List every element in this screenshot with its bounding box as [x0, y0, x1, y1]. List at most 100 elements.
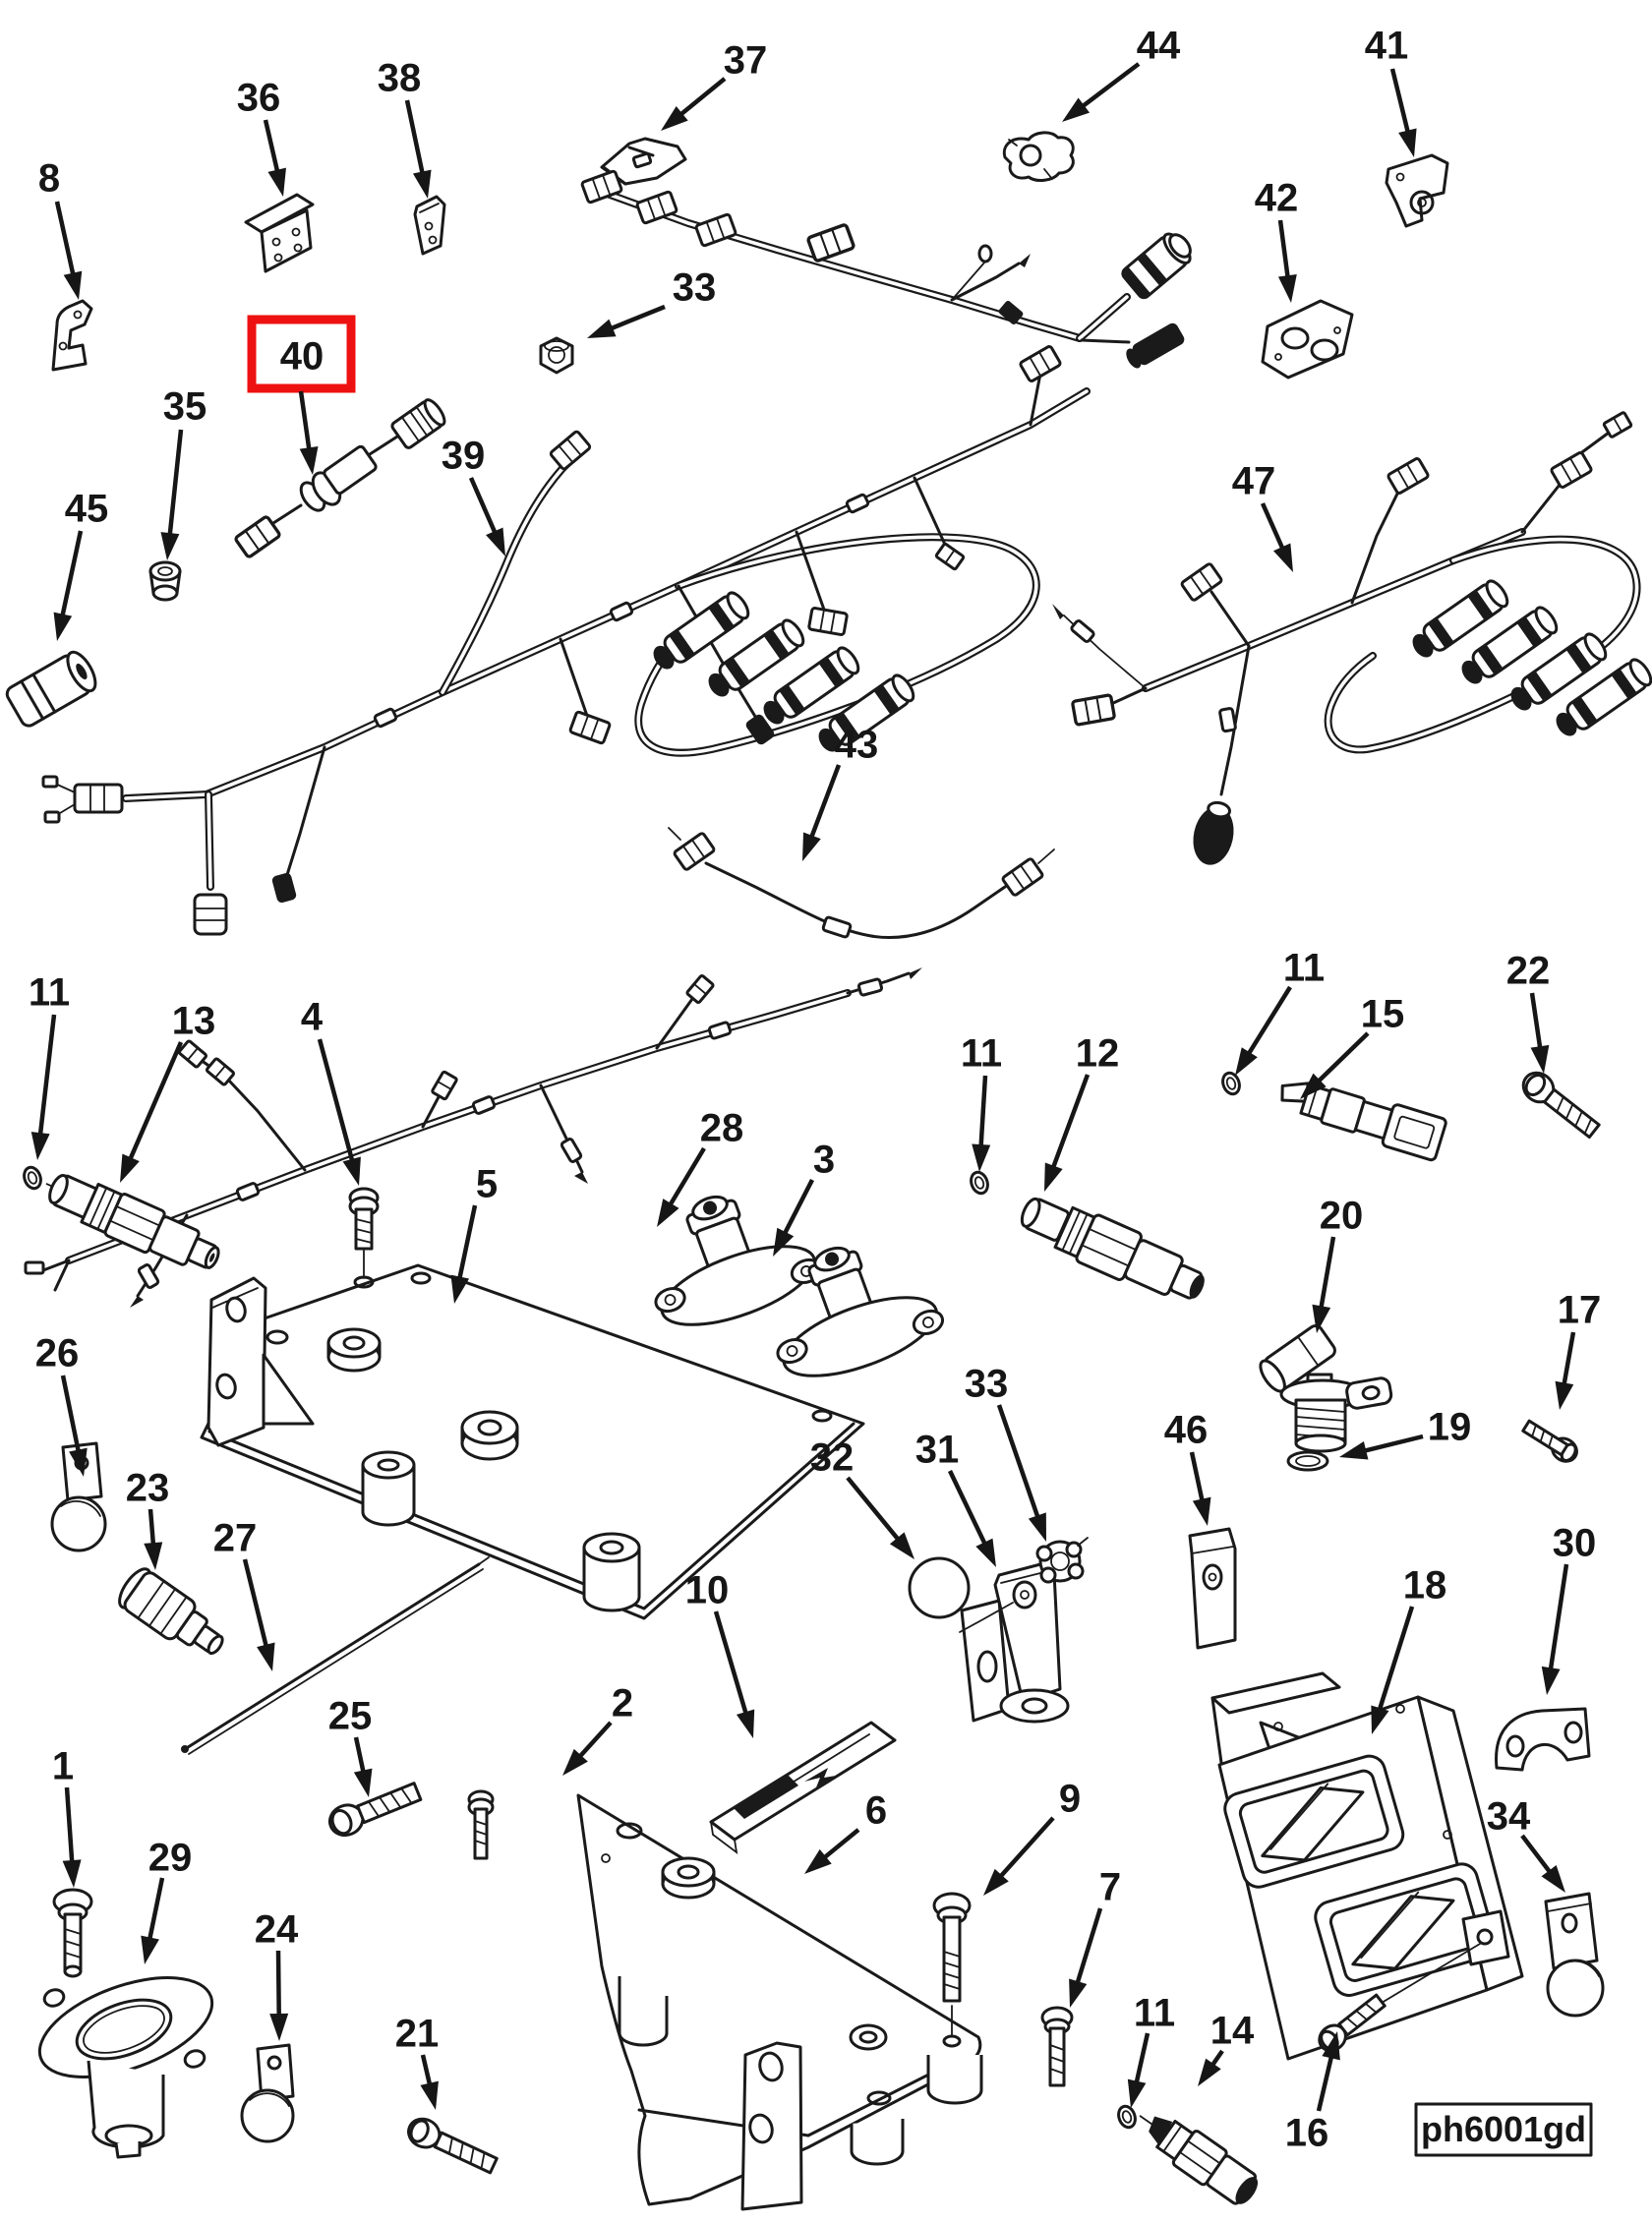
callout-arrow-head: [1541, 1666, 1561, 1695]
callout-arrow-line: [807, 764, 842, 843]
part-24-clamp: [240, 2043, 295, 2143]
part-2-screw: [467, 1789, 495, 1860]
callout-arrow-head: [802, 832, 821, 861]
part-43-jumper-harness: [668, 827, 1055, 940]
part-4-screw: [348, 1187, 380, 1279]
callout-arrow-head: [983, 1868, 1009, 1896]
callout-arrow-line: [59, 530, 84, 620]
callout-arrow-head: [975, 1538, 996, 1567]
callout-arrow-line: [1244, 985, 1292, 1059]
harness-upper-run: [579, 169, 1192, 369]
callout-arrow-line: [947, 1470, 989, 1550]
callout-4: 4: [301, 995, 361, 1186]
callout-label-24: 24: [255, 1907, 299, 1951]
callout-arrow-head: [889, 1532, 914, 1559]
callout-label-9: 9: [1059, 1777, 1081, 1820]
callout-43: 43: [802, 723, 878, 861]
callout-label-21: 21: [395, 2012, 440, 2055]
part-27-rod: [181, 1556, 490, 1755]
callout-arrow-line: [1548, 1563, 1569, 1674]
part-7-bolt: [1040, 2006, 1074, 2087]
callout-7: 7: [1069, 1865, 1121, 2008]
callout-arrow-head: [1277, 274, 1297, 303]
part-33-nut-upper: [539, 336, 574, 375]
callout-label-11-c: 11: [1283, 946, 1325, 989]
callout-28: 28: [657, 1106, 743, 1227]
callout-18: 18: [1371, 1563, 1446, 1734]
part-18-ecm: [1210, 1671, 1524, 2061]
callout-label-16: 16: [1285, 2111, 1329, 2154]
callout-arrow-line: [1359, 1434, 1424, 1454]
callout-arrow-head: [450, 1274, 470, 1304]
callout-arrow-head: [63, 270, 83, 300]
callout-label-20: 20: [1320, 1194, 1364, 1237]
callout-arrow-head: [269, 2013, 289, 2041]
part-45-connector: [5, 650, 97, 728]
callout-arrow-line: [317, 1038, 356, 1166]
callout-arrow-line: [713, 1610, 749, 1719]
callout-arrow-line: [819, 1828, 860, 1862]
callout-arrow-line: [298, 390, 313, 454]
callout-label-45: 45: [65, 487, 109, 530]
callout-label-11-d: 11: [1134, 1991, 1175, 2034]
callout-44: 44: [1062, 24, 1181, 122]
part-25-bolt: [327, 1782, 423, 1838]
callout-arrow-line: [666, 1146, 706, 1210]
part-33-nut-lower: [1035, 1537, 1089, 1584]
callout-label-37: 37: [724, 38, 768, 82]
callout-arrow-head: [736, 1709, 755, 1738]
callout-arrow-head: [486, 527, 505, 556]
callout-arrow-line: [676, 77, 727, 119]
callout-arrow-line: [242, 1558, 269, 1652]
callout-arrow-head: [53, 612, 73, 641]
callout-label-41: 41: [1365, 24, 1409, 67]
callout-label-38: 38: [378, 56, 422, 99]
callout-arrow-line: [37, 1014, 57, 1140]
callout-arrow-line: [126, 1041, 184, 1164]
callout-arrow-line: [263, 119, 281, 177]
callout-arrow-line: [1529, 992, 1544, 1053]
part-10-label-tag: [709, 1721, 897, 1855]
part-29-flanged-cup: [37, 1976, 214, 2159]
callout-15: 15: [1300, 992, 1404, 1099]
callout-arrow-head: [1028, 1512, 1046, 1542]
callout-arrow-head: [661, 105, 688, 131]
callout-arrow-line: [275, 1950, 282, 2020]
callout-label-28: 28: [700, 1106, 744, 1149]
callout-24: 24: [255, 1907, 299, 2041]
callout-arrow-line: [147, 1877, 165, 1944]
callout-arrow-head: [420, 2080, 439, 2110]
callout-33-upper: 33: [587, 265, 716, 338]
callout-arrow-line: [54, 201, 77, 279]
callout-27: 27: [213, 1516, 275, 1671]
callout-label-12: 12: [1076, 1031, 1120, 1075]
callout-arrow-head: [1339, 1441, 1369, 1460]
callout-10: 10: [685, 1568, 755, 1738]
part-19-oring: [1286, 1450, 1329, 1472]
callout-arrow-head: [299, 445, 319, 475]
callout-arrow-head: [30, 1132, 50, 1160]
callout-8: 8: [38, 156, 83, 300]
callout-arrow-head: [1192, 1496, 1211, 1526]
callout-label-31: 31: [915, 1428, 960, 1471]
callout-label-36: 36: [237, 76, 281, 119]
part-42-gasket-plate: [1261, 299, 1354, 380]
callout-19: 19: [1339, 1405, 1471, 1460]
callout-arrow-line: [148, 1508, 156, 1550]
callout-arrow-head: [562, 1748, 588, 1776]
callout-arrow-head: [1235, 1047, 1258, 1076]
callout-21: 21: [395, 2012, 440, 2110]
callout-label-46: 46: [1164, 1408, 1209, 1451]
part-41-bracket: [1385, 153, 1449, 228]
callout-arrow-head: [657, 1199, 679, 1227]
part-11-oring-c: [1218, 1069, 1244, 1098]
callout-arrow-line: [1049, 1074, 1091, 1173]
harness-39: [41, 343, 1091, 936]
callout-29: 29: [141, 1836, 192, 1964]
callout-label-18: 18: [1403, 1563, 1447, 1607]
callout-42: 42: [1255, 176, 1298, 303]
callout-label-27: 27: [213, 1516, 258, 1559]
callout-label-15: 15: [1361, 992, 1405, 1035]
callout-arrow-head: [1127, 2078, 1147, 2108]
